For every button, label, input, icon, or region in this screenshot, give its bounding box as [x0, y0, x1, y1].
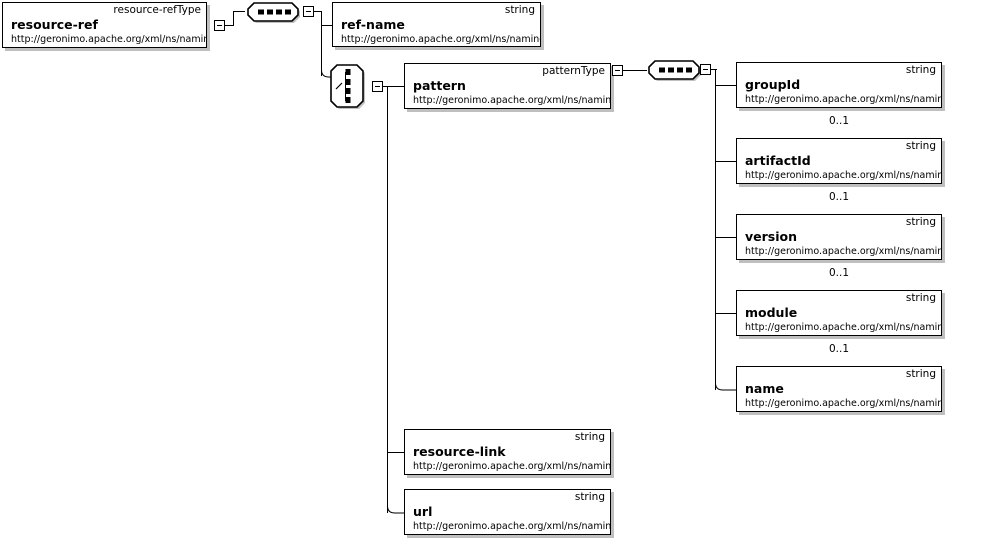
sequence-compositor-icon[interactable] — [245, 0, 301, 24]
element-box-ref-name[interactable]: string ref-name http://geronimo.apache.o… — [332, 2, 541, 47]
occurrence-label-module: 0..1 — [828, 343, 850, 355]
connector-line — [314, 11, 322, 12]
element-type-label: string — [504, 4, 535, 16]
element-box-url[interactable]: string url http://geronimo.apache.org/xm… — [404, 489, 611, 535]
element-namespace-label: http://geronimo.apache.org/xml/ns/naming… — [745, 398, 941, 409]
element-name-label: groupId — [745, 77, 801, 92]
connector-line — [321, 25, 332, 26]
collapse-toggle-pattern[interactable] — [612, 65, 623, 76]
element-namespace-label: http://geronimo.apache.org/xml/ns/naming… — [413, 521, 611, 532]
element-namespace-label: http://geronimo.apache.org/xml/ns/naming… — [745, 246, 941, 257]
connector-line — [233, 11, 234, 26]
connector-curve — [710, 375, 738, 397]
element-namespace-label: http://geronimo.apache.org/xml/ns/naming… — [11, 34, 206, 45]
element-namespace-label: http://geronimo.apache.org/xml/ns/naming… — [745, 94, 941, 105]
occurrence-label-groupId: 0..1 — [828, 115, 850, 127]
element-box-resource-ref[interactable]: resource-refType resource-ref http://ger… — [2, 2, 207, 48]
connector-line — [711, 69, 717, 70]
connector-trunk-choice — [387, 86, 388, 513]
element-name-label: url — [413, 504, 433, 519]
element-name-label: pattern — [413, 78, 466, 93]
element-namespace-label: http://geronimo.apache.org/xml/ns/naming… — [341, 34, 540, 45]
collapse-toggle-pattern-sequence[interactable] — [700, 64, 711, 75]
occurrence-label-artifactId: 0..1 — [828, 191, 850, 203]
element-name-label: version — [745, 229, 798, 244]
element-box-module[interactable]: string module http://geronimo.apache.org… — [736, 290, 942, 336]
element-type-label: string — [905, 292, 936, 304]
element-name-label: artifactId — [745, 153, 811, 168]
element-box-groupId[interactable]: string groupId http://geronimo.apache.or… — [736, 62, 942, 108]
element-type-label: string — [905, 368, 936, 380]
collapse-toggle-resource-ref[interactable] — [214, 20, 225, 31]
connector-line — [715, 313, 736, 314]
connector-curve — [382, 498, 406, 520]
connector-line — [715, 237, 736, 238]
element-box-version[interactable]: string version http://geronimo.apache.or… — [736, 214, 942, 260]
element-box-artifactId[interactable]: string artifactId http://geronimo.apache… — [736, 138, 942, 184]
element-box-resource-link[interactable]: string resource-link http://geronimo.apa… — [404, 429, 611, 475]
occurrence-label-version: 0..1 — [828, 267, 850, 279]
element-type-label: string — [905, 140, 936, 152]
collapse-toggle-root-sequence[interactable] — [303, 6, 314, 17]
element-type-label: string — [574, 431, 605, 443]
collapse-toggle-choice[interactable] — [372, 81, 383, 92]
connector-trunk-root — [321, 11, 322, 76]
element-type-label: string — [905, 216, 936, 228]
connector-trunk-pattern — [715, 69, 716, 390]
element-type-label: string — [574, 491, 605, 503]
element-type-label: resource-refType — [113, 4, 201, 16]
choice-compositor-icon[interactable] — [328, 60, 370, 112]
element-namespace-label: http://geronimo.apache.org/xml/ns/naming… — [745, 170, 941, 181]
connector-curve — [316, 62, 338, 84]
connector-line — [233, 11, 245, 12]
connector-line — [387, 86, 405, 87]
element-box-name[interactable]: string name http://geronimo.apache.org/x… — [736, 366, 942, 412]
element-name-label: name — [745, 381, 784, 396]
element-type-label: string — [905, 64, 936, 76]
connector-line — [715, 85, 736, 86]
element-name-label: module — [745, 305, 798, 320]
element-namespace-label: http://geronimo.apache.org/xml/ns/naming… — [745, 322, 941, 333]
element-name-label: resource-ref — [11, 17, 98, 32]
connector-line — [383, 86, 389, 87]
sequence-compositor-icon-pattern[interactable] — [646, 58, 702, 82]
element-name-label: resource-link — [413, 444, 506, 459]
element-namespace-label: http://geronimo.apache.org/xml/ns/naming… — [413, 461, 611, 472]
connector-line — [715, 161, 736, 162]
connector-line — [387, 452, 405, 453]
element-namespace-label: http://geronimo.apache.org/xml/ns/naming… — [413, 95, 611, 106]
connector-line — [225, 25, 234, 26]
connector-line — [623, 70, 647, 71]
element-box-pattern[interactable]: patternType pattern http://geronimo.apac… — [404, 63, 611, 109]
element-type-label: patternType — [542, 65, 605, 77]
element-name-label: ref-name — [341, 17, 405, 32]
